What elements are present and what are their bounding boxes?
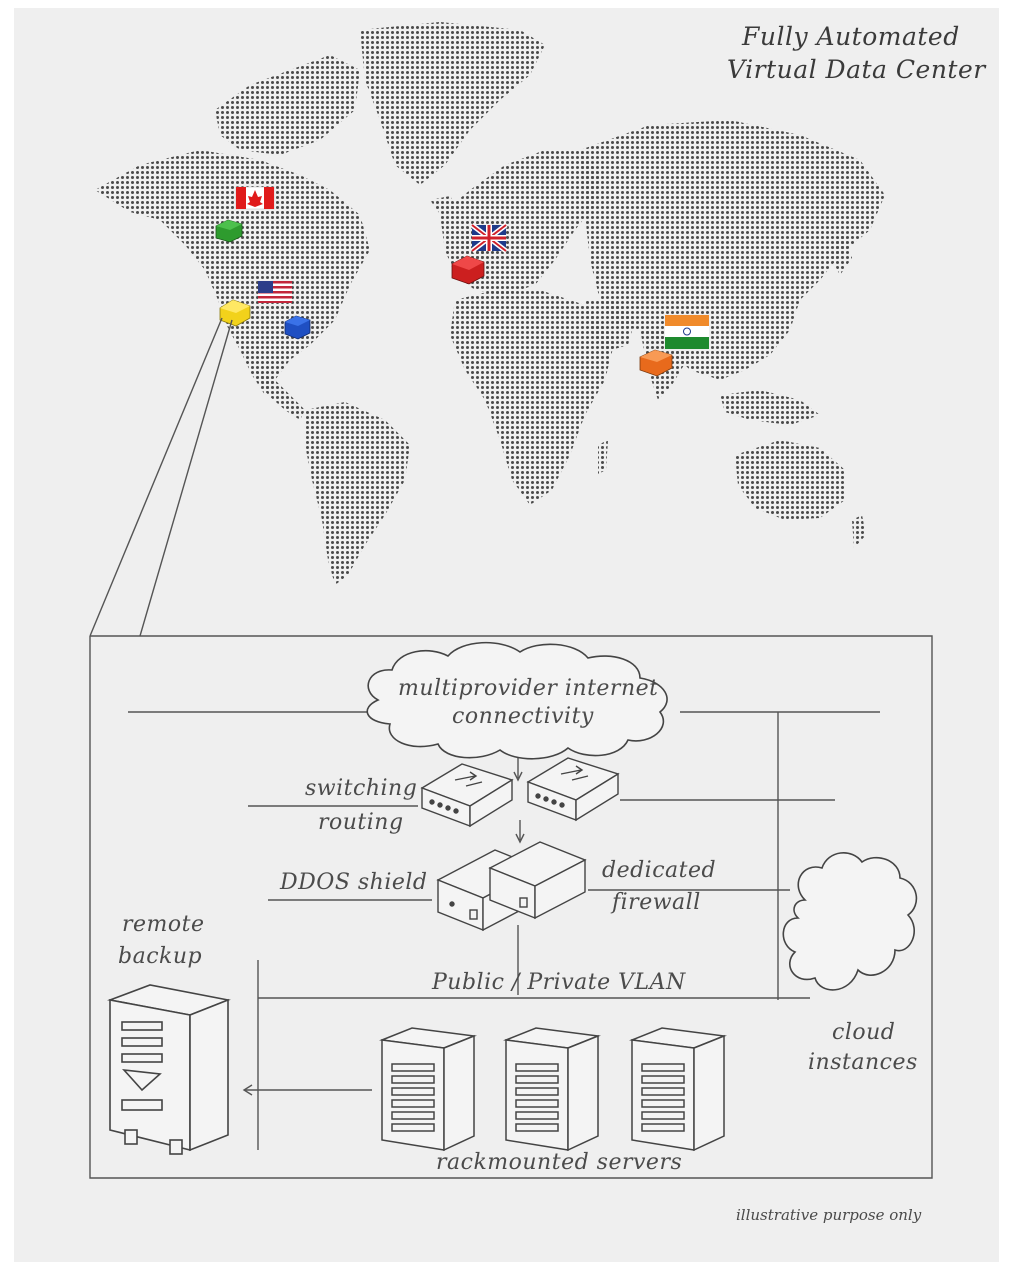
dedicated-firewall-device-icon <box>488 841 587 920</box>
japan-landmass <box>832 232 852 275</box>
switching-label: switching <box>305 776 418 801</box>
iceland-landmass <box>430 196 458 214</box>
canada-flag-icon <box>235 186 275 210</box>
cube-usa-east-icon <box>284 315 311 340</box>
cube-canada-icon <box>215 219 243 243</box>
page-title-line2: Virtual Data Center <box>727 55 986 84</box>
page-title-line1: Fully Automated <box>742 22 960 51</box>
rackmounted-servers-label: rackmounted servers <box>436 1150 683 1175</box>
backup-label: backup <box>118 944 203 969</box>
switch-device-1-icon <box>420 763 514 828</box>
routing-label: routing <box>318 810 404 835</box>
africa-landmass <box>450 290 615 505</box>
arctic-islands-landmass <box>215 55 360 155</box>
rack-server-2-icon <box>503 1027 601 1152</box>
usa-flag-icon <box>258 281 292 303</box>
south-america-landmass <box>305 402 410 585</box>
internet-cloud-icon <box>366 641 668 760</box>
cube-uk-icon <box>451 255 485 285</box>
arabia-landmass <box>585 300 635 352</box>
australia-landmass <box>735 440 845 520</box>
cloud-label: cloud <box>832 1020 896 1045</box>
greenland-landmass <box>360 22 545 185</box>
zoom-line-right <box>139 319 233 637</box>
india-flag-icon <box>665 315 709 349</box>
switch-device-2-icon <box>526 757 620 822</box>
world-map <box>95 22 885 585</box>
remote-label: remote <box>122 912 205 937</box>
se-asia-landmass <box>720 390 820 425</box>
internet-label-1: multiprovider internet <box>398 676 659 701</box>
new-zealand-landmass <box>852 515 866 548</box>
asia-landmass <box>580 120 885 380</box>
diagram-frame <box>89 635 933 1179</box>
internet-label-2: connectivity <box>452 704 594 729</box>
cloud-instances-icon <box>782 852 918 991</box>
remote-backup-storage-icon <box>107 984 231 1155</box>
rack-server-1-icon <box>379 1027 477 1152</box>
vlan-label: Public / Private VLAN <box>432 970 686 995</box>
rackmounted-servers-group <box>379 1027 727 1152</box>
cube-usa-west-icon <box>219 299 251 327</box>
central-america-landmass <box>255 370 305 420</box>
rack-server-3-icon <box>629 1027 727 1152</box>
firewall-label: firewall <box>612 890 701 915</box>
madagascar-landmass <box>598 440 608 474</box>
ddos-shield-label: DDOS shield <box>280 870 428 895</box>
dedicated-label: dedicated <box>602 858 717 883</box>
instances-label: instances <box>808 1050 918 1075</box>
cube-india-icon <box>639 349 673 377</box>
footer-note: illustrative purpose only <box>736 1206 922 1224</box>
uk-flag-icon <box>470 223 508 253</box>
zoom-line-left <box>89 317 223 637</box>
